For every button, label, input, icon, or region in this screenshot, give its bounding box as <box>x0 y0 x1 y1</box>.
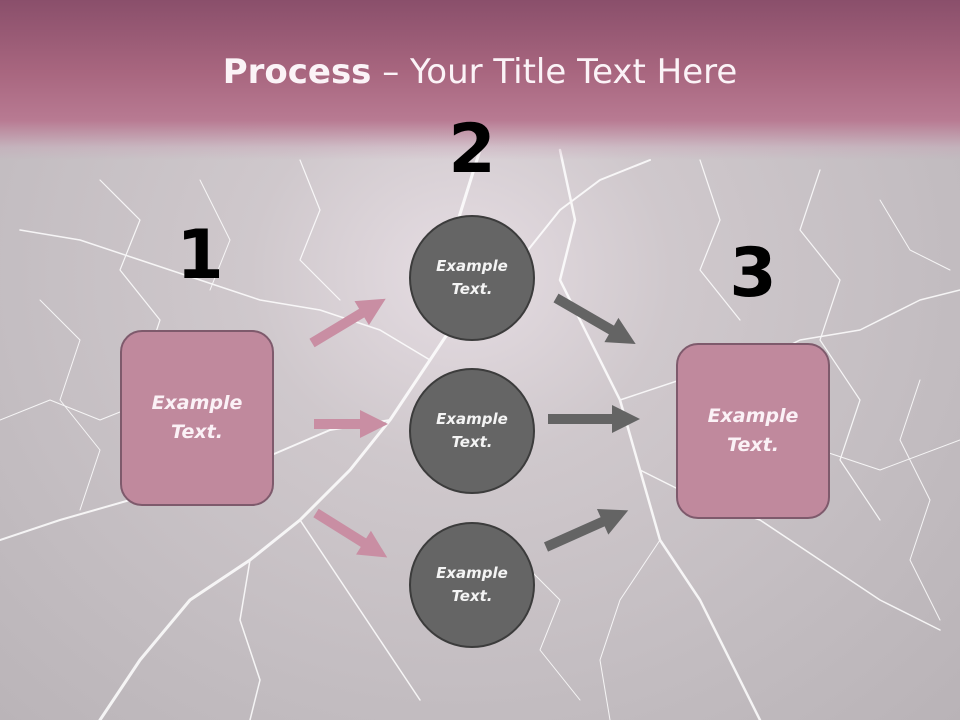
circle-3-text-line1: Example <box>436 564 508 582</box>
circle-2-text-line2: Text. <box>451 433 493 451</box>
arrow-grey-right <box>548 405 640 433</box>
title-bar <box>0 0 960 160</box>
circle-1-text-line2: Text. <box>451 280 493 298</box>
step-1-box[interactable]: Example Text. <box>120 330 274 506</box>
step-number-1: 1 <box>176 216 224 295</box>
circle-1[interactable]: Example Text. <box>409 215 535 341</box>
circle-1-text-line1: Example <box>436 257 508 275</box>
circle-2[interactable]: Example Text. <box>409 368 535 494</box>
step-3-text-line2: Text. <box>727 434 779 456</box>
step-3-text-line1: Example <box>707 405 799 427</box>
circle-2-text-line1: Example <box>436 410 508 428</box>
step-3-box[interactable]: Example Text. <box>676 343 830 519</box>
step-1-text-line1: Example <box>151 392 243 414</box>
title-bold: Process <box>222 52 372 92</box>
arrow-pink-up <box>309 298 386 348</box>
step-number-2: 2 <box>448 110 496 189</box>
circle-3-text-line2: Text. <box>451 587 493 605</box>
circle-3[interactable]: Example Text. <box>409 522 535 648</box>
step-1-text-line2: Text. <box>171 421 223 443</box>
arrow-pink-down <box>313 508 388 558</box>
arrow-grey-up <box>543 508 629 552</box>
title-rest: – Your Title Text Here <box>371 52 738 92</box>
step-number-3: 3 <box>729 234 777 313</box>
arrow-grey-down <box>553 293 636 344</box>
arrow-pink-right <box>314 410 388 438</box>
slide-title: Process – Your Title Text Here <box>0 52 960 92</box>
